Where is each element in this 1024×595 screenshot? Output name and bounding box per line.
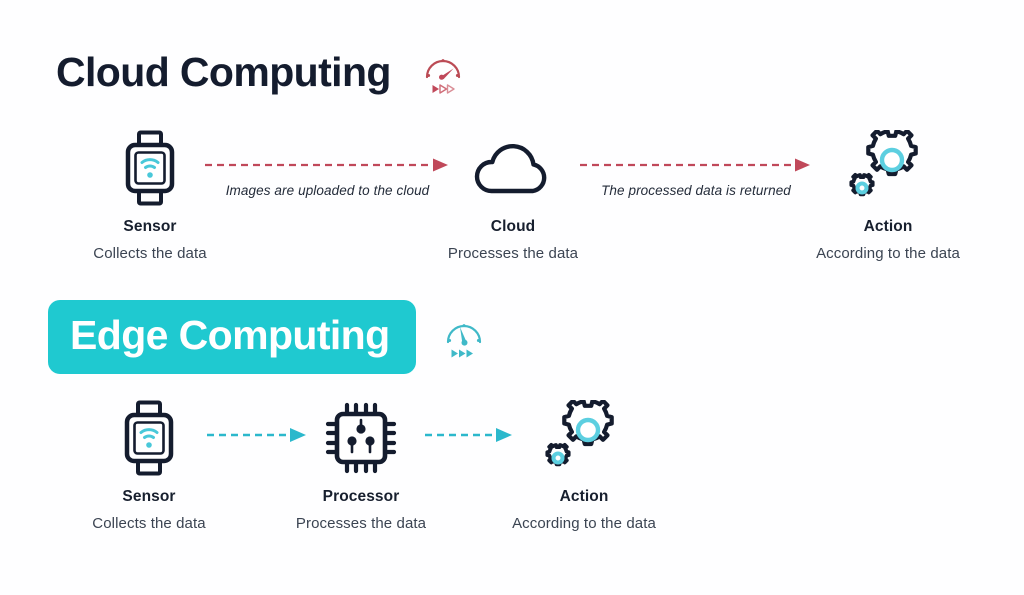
processor-chip-icon bbox=[261, 400, 461, 476]
connector-caption: Images are uploaded to the cloud bbox=[225, 183, 430, 198]
cloud-node-action: Action According to the data bbox=[788, 130, 988, 262]
node-title: Sensor bbox=[123, 218, 177, 235]
edge-connector-1 bbox=[207, 428, 307, 453]
smartwatch-icon bbox=[49, 400, 249, 476]
edge-node-processor: Processor Processes the data bbox=[261, 400, 461, 532]
edge-connector-2 bbox=[425, 428, 513, 453]
edge-computing-heading: Edge Computing bbox=[48, 300, 490, 374]
cloud-computing-title: Cloud Computing bbox=[56, 49, 391, 95]
cloud-connector-1: Images are uploaded to the cloud bbox=[205, 158, 450, 198]
node-title: Sensor bbox=[122, 488, 176, 505]
gears-icon bbox=[788, 130, 988, 206]
node-subtitle: Processes the data bbox=[295, 515, 427, 532]
dashed-arrow-teal-icon bbox=[425, 428, 512, 442]
node-subtitle: According to the data bbox=[816, 245, 960, 262]
node-subtitle: Processes the data bbox=[447, 245, 579, 262]
dashed-arrow-red-icon bbox=[580, 158, 810, 172]
cloud-icon bbox=[413, 130, 613, 206]
node-title: Cloud bbox=[490, 218, 536, 235]
speedometer-teal-icon bbox=[438, 309, 490, 366]
node-title: Action bbox=[863, 218, 913, 235]
node-title: Action bbox=[559, 488, 609, 505]
edge-computing-banner: Edge Computing bbox=[48, 300, 416, 374]
node-subtitle: Collects the data bbox=[93, 245, 207, 262]
cloud-connector-2: The processed data is returned bbox=[580, 158, 812, 198]
cloud-computing-flow-row: Sensor Collects the data Images are uplo… bbox=[0, 130, 1024, 270]
gears-icon bbox=[484, 400, 684, 476]
cloud-node-sensor: Sensor Collects the data bbox=[50, 130, 250, 262]
dashed-arrow-teal-icon bbox=[207, 428, 306, 442]
connector-caption: The processed data is returned bbox=[601, 183, 791, 198]
edge-computing-title: Edge Computing bbox=[70, 312, 390, 358]
cloud-node-cloud: Cloud Processes the data bbox=[413, 130, 613, 262]
dashed-arrow-red-icon bbox=[205, 158, 448, 172]
node-title: Processor bbox=[322, 488, 400, 505]
node-subtitle: Collects the data bbox=[92, 515, 206, 532]
smartwatch-icon bbox=[50, 130, 250, 206]
edge-computing-flow-row: Sensor Collects the data bbox=[0, 400, 1024, 540]
edge-node-action: Action According to the data bbox=[484, 400, 684, 532]
node-subtitle: According to the data bbox=[512, 515, 656, 532]
edge-node-sensor: Sensor Collects the data bbox=[49, 400, 249, 532]
speedometer-red-icon bbox=[417, 44, 469, 101]
cloud-computing-heading: Cloud Computing bbox=[56, 44, 469, 101]
